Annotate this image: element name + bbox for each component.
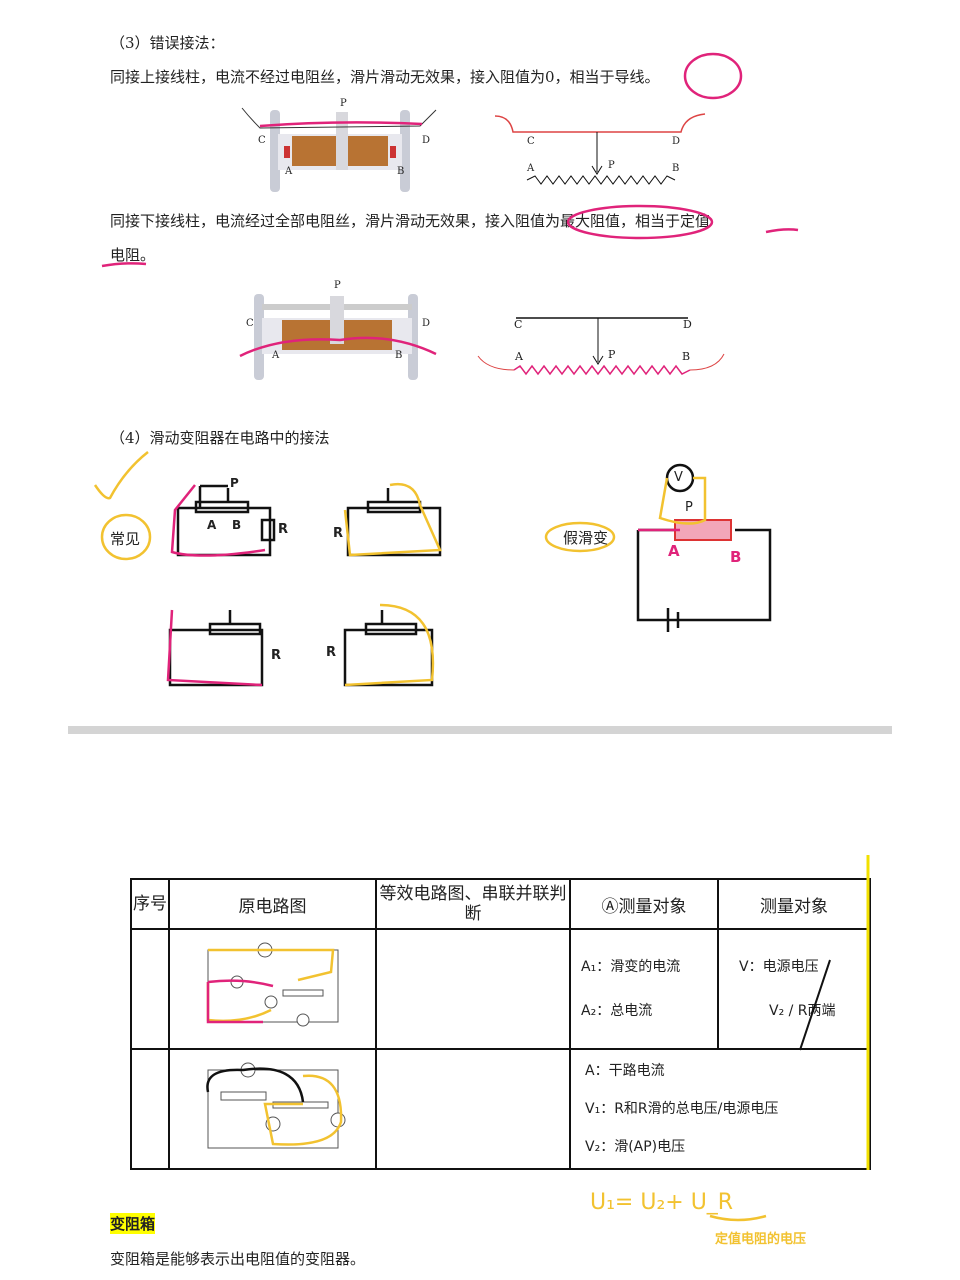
schematic-label-b: B: [672, 163, 680, 174]
box-section-title: 变阻箱: [110, 1213, 156, 1234]
section3-line2-cont: 电阻。: [110, 246, 156, 264]
rheostat-schematic-lower: [477, 317, 725, 376]
header-equivalent: 等效电路图、串联并联判断: [375, 878, 571, 930]
label-d-2: D: [422, 318, 431, 329]
formula-annotation: U₁= U₂+ U_R: [590, 1190, 734, 1215]
row1-circuit: [168, 928, 377, 1050]
handwritten-circuits: [93, 451, 772, 687]
circuit-label-r: R: [278, 522, 289, 537]
schematic2-label-c: C: [514, 318, 523, 331]
fake-label-b: B: [730, 548, 742, 566]
label-p: P: [340, 98, 347, 109]
label-c-2: C: [246, 318, 254, 329]
schematic2-label-p: P: [608, 348, 616, 361]
schematic2-label-b: B: [682, 350, 691, 363]
underbrace-annotation: [709, 1214, 767, 1222]
row2-note-a: A：干路电流: [585, 1063, 665, 1079]
row1-equivalent: [375, 928, 571, 1050]
row1-circuit-diagram: [206, 942, 338, 1026]
label-a: A: [285, 166, 293, 177]
row1-note-v: V：电源电压: [739, 959, 819, 975]
circuit3-label-r: R: [271, 648, 282, 663]
section4-heading: （4）滑动变阻器在电路中的接法: [110, 429, 330, 447]
row2-circuit: [168, 1048, 377, 1170]
row1-note-v2: V₂ / R两端: [769, 1003, 836, 1019]
row1-ammeter-notes: A₁：滑变的电流 A₂：总电流: [569, 928, 719, 1050]
row1-note-a1: A₁：滑变的电流: [581, 959, 681, 975]
schematic-label-c: C: [527, 136, 535, 147]
formula-note: 定值电阻的电压: [715, 1232, 807, 1247]
schematic2-label-a: A: [515, 350, 523, 363]
header-index: 序号: [130, 878, 170, 930]
schematic2-label-d: D: [683, 318, 692, 331]
label-b: B: [397, 166, 405, 177]
section-divider: [68, 726, 892, 734]
row2-index: [130, 1048, 170, 1170]
fake-rheostat-label: 假滑变: [563, 529, 609, 547]
pink-annotations-section3: [101, 52, 799, 268]
circuit2-label-r: R: [333, 526, 344, 541]
row2-notes: A：干路电流 V₁：R和R滑的总电压/电源电压 V₂：滑(AP)电压: [569, 1048, 871, 1170]
label-p-2: P: [334, 280, 341, 291]
voltmeter-label: V: [674, 470, 683, 485]
row1-index: [130, 928, 170, 1050]
rheostat-schematic-upper: [494, 113, 706, 185]
fake-label-a: A: [668, 542, 680, 560]
label-c: C: [258, 135, 266, 146]
measurement-table: 序号 原电路图 等效电路图、串联并联判断 Ⓐ测量对象 测量对象 A₁：滑变的电流…: [130, 878, 871, 1170]
header-ammeter-target: Ⓐ测量对象: [569, 878, 719, 930]
circuit-label-b: B: [232, 518, 242, 532]
schematic-label-p: P: [608, 160, 615, 171]
row2-equivalent: [375, 1048, 571, 1170]
box-section-text: 变阻箱是能够表示出电阻值的变阻器。: [110, 1250, 366, 1268]
label-d: D: [422, 135, 431, 146]
section3-heading: （3）错误接法：: [110, 34, 225, 52]
common-label: 常见: [110, 530, 141, 548]
row2-note-v1: V₁：R和R滑的总电压/电源电压: [585, 1101, 779, 1117]
rheostat-photo-lower: [239, 294, 437, 380]
table-annotation-lines: [799, 855, 870, 1170]
row1-note-a2: A₂：总电流: [581, 1003, 653, 1019]
circuit-label-a: A: [207, 518, 217, 532]
rheostat-photo-upper: [241, 107, 437, 192]
schematic-label-a: A: [527, 163, 535, 174]
row2-note-v2: V₂：滑(AP)电压: [585, 1139, 686, 1155]
fake-label-p: P: [685, 500, 693, 515]
section3-line2: 同接下接线柱，电流经过全部电阻丝，滑片滑动无效果，接入阻值为最大阻值，相当于定值: [110, 212, 711, 230]
section3-line1: 同接上接线柱，电流不经过电阻丝，滑片滑动无效果，接入阻值为0，相当于导线。: [110, 68, 660, 86]
circuit-label-p: P: [230, 476, 239, 490]
label-b-2: B: [395, 350, 403, 361]
label-a-2: A: [272, 350, 280, 361]
schematic-label-d: D: [672, 136, 681, 147]
circuit4-label-r: R: [326, 645, 337, 660]
row2-circuit-diagram: [205, 1062, 345, 1148]
header-circuit: 原电路图: [168, 878, 377, 930]
